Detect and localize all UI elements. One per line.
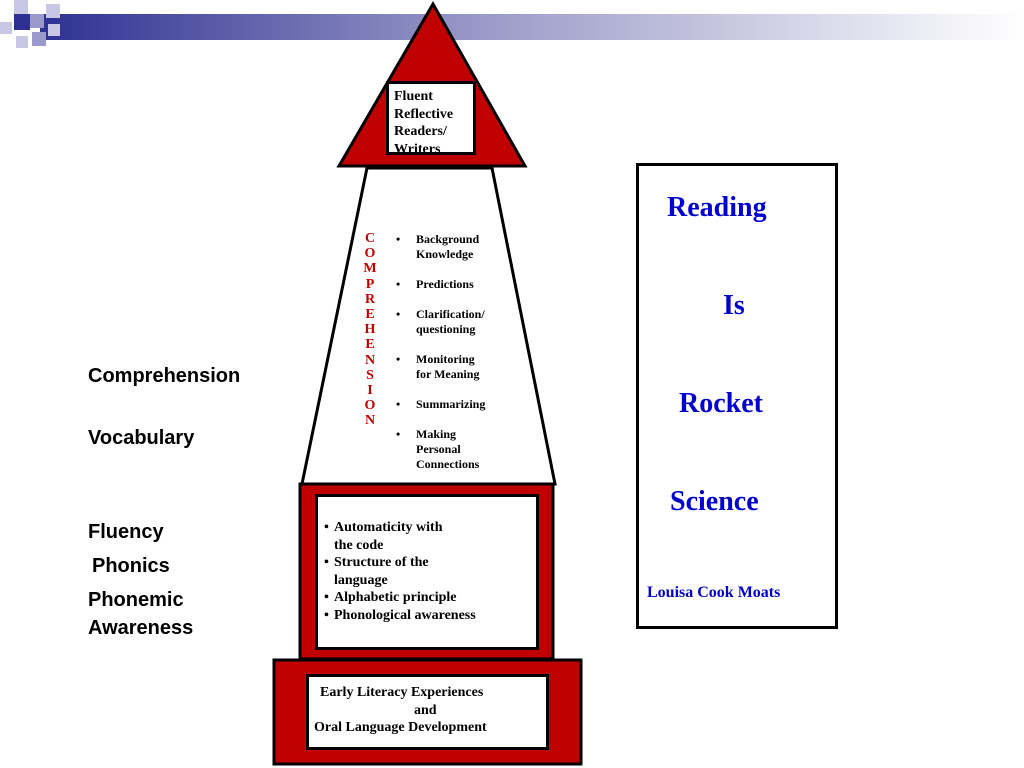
bullet: •	[324, 607, 329, 623]
apex-line: Writers	[394, 141, 441, 157]
comprehension-letter: N	[364, 413, 376, 429]
bullet: •	[396, 427, 401, 441]
comprehension-letter: E	[365, 337, 375, 353]
bullet: •	[324, 590, 329, 606]
comprehension-letter: P	[365, 276, 375, 292]
label-fluency: Fluency	[88, 521, 164, 543]
bullet: •	[324, 520, 329, 535]
strategy-text: Clarification/ questioning	[416, 307, 485, 336]
label-vocabulary: Vocabulary	[88, 427, 195, 449]
foundational-skills-box: • Automaticity with the code • Structure…	[315, 494, 539, 650]
bullet: •	[324, 555, 329, 571]
panel-word-reading: Reading	[667, 192, 767, 223]
list-item: • Structure of the language	[324, 554, 536, 589]
list-item: • Monitoring for Meaning	[394, 352, 514, 382]
strategy-text: Making Personal Connections	[416, 427, 480, 471]
base-line: and	[414, 702, 437, 718]
strategy-text: Summarizing	[416, 397, 486, 411]
bullet: •	[396, 307, 401, 321]
strategy-text: Predictions	[416, 277, 474, 291]
comprehension-letter: H	[364, 322, 376, 338]
comprehension-letter: M	[363, 261, 377, 277]
comprehension-letter: O	[364, 398, 376, 414]
base-line: Early Literacy Experiences	[320, 685, 484, 700]
label-phonics: Phonics	[92, 555, 170, 577]
skill-text: Phonological awareness	[334, 607, 476, 623]
apex-line: Fluent	[394, 89, 433, 104]
bullet: •	[396, 232, 401, 246]
banner-checker-squares	[0, 0, 60, 48]
pyramid-comprehension-tier	[300, 166, 557, 486]
comprehension-vertical-label: C O M P R E H E N S I O N	[360, 231, 380, 429]
list-item: • Automaticity with the code	[324, 519, 536, 554]
list-item: • Background Knowledge	[394, 232, 514, 262]
comprehension-strategies-list: • Background Knowledge • Predictions • C…	[394, 232, 514, 487]
label-phonemic: Phonemic	[88, 589, 184, 611]
list-item: • Alphabetic principle	[324, 589, 536, 607]
early-literacy-box: Early Literacy Experiences and Oral Lang…	[306, 674, 549, 750]
strategy-text: Background Knowledge	[416, 232, 480, 261]
banner-gradient-bar	[40, 14, 1024, 40]
list-item: • Making Personal Connections	[394, 427, 514, 472]
panel-word-science: Science	[670, 486, 759, 517]
slide-banner	[0, 0, 1024, 48]
comprehension-letter: I	[367, 383, 373, 399]
bullet: •	[396, 277, 401, 291]
apex-line: Readers/	[394, 124, 447, 139]
author-name: Louisa Cook Moats	[647, 584, 781, 601]
panel-word-is: Is	[723, 290, 745, 321]
skill-text: Structure of the language	[334, 555, 429, 588]
skill-text: Automaticity with the code	[334, 520, 443, 553]
bullet: •	[396, 352, 401, 366]
comprehension-letter: N	[364, 352, 376, 368]
comprehension-letter: S	[366, 367, 374, 383]
reading-rocket-science-panel: Reading Is Rocket Science Louisa Cook Mo…	[636, 163, 838, 629]
apex-box: Fluent Reflective Readers/ Writers	[386, 81, 476, 157]
label-comprehension: Comprehension	[88, 365, 241, 387]
list-item: • Clarification/ questioning	[394, 307, 514, 337]
comprehension-letter: E	[365, 307, 375, 323]
comprehension-letter: R	[364, 291, 376, 307]
list-item: • Predictions	[394, 277, 514, 292]
panel-word-rocket: Rocket	[679, 388, 763, 419]
comprehension-letter: C	[364, 231, 376, 246]
skill-text: Alphabetic principle	[334, 590, 457, 606]
list-item: • Phonological awareness	[324, 607, 536, 625]
strategy-text: Monitoring for Meaning	[416, 352, 480, 381]
list-item: • Summarizing	[394, 397, 514, 412]
bullet: •	[396, 397, 401, 411]
base-line: Oral Language Development	[314, 720, 487, 736]
label-awareness: Awareness	[88, 617, 194, 639]
comprehension-letter: O	[364, 246, 376, 262]
apex-line: Reflective	[394, 106, 454, 122]
